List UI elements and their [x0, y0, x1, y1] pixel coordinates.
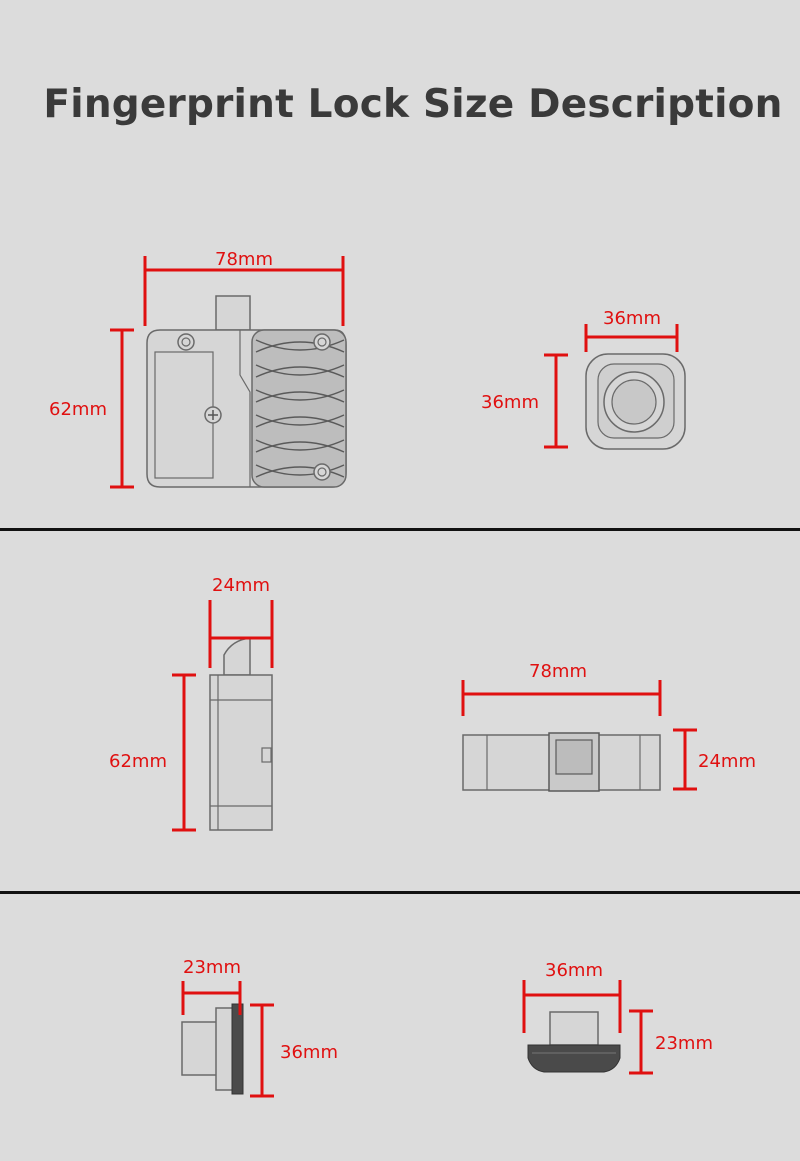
front-body-view: 78mm 62mm: [49, 249, 347, 489]
top-body-drawing: [462, 732, 661, 792]
top-body-view: 78mm 24mm: [461, 661, 756, 792]
dimension-label: 24mm: [698, 751, 756, 772]
dimension-label: 78mm: [529, 661, 587, 682]
dimension-label: 24mm: [212, 575, 270, 596]
dimension-label: 62mm: [49, 399, 107, 420]
dimension-label: 36mm: [603, 308, 661, 329]
side-body-drawing: [209, 637, 273, 831]
dimension-label: 36mm: [481, 392, 539, 413]
fingerprint-sensor-drawing: [585, 353, 686, 450]
front-body-drawing: [146, 295, 347, 488]
dimension-label: 23mm: [183, 957, 241, 978]
section-divider-1: [0, 528, 800, 531]
top-sensor-drawing: [527, 1011, 621, 1073]
dimension-label: 78mm: [215, 249, 273, 270]
section-divider-2: [0, 891, 800, 894]
side-sensor-view: 23mm 36mm: [181, 957, 338, 1098]
dimension-label: 36mm: [545, 960, 603, 981]
front-sensor-view: 36mm 36mm: [481, 308, 686, 450]
dimension-label: 62mm: [109, 751, 167, 772]
dimension-label: 23mm: [655, 1033, 713, 1054]
dimension-label: 36mm: [280, 1042, 338, 1063]
page-title: Fingerprint Lock Size Description: [43, 82, 783, 127]
side-sensor-drawing: [181, 1003, 244, 1095]
side-body-view: 24mm 62mm: [109, 575, 274, 832]
top-sensor-view: 36mm 23mm: [522, 960, 713, 1075]
